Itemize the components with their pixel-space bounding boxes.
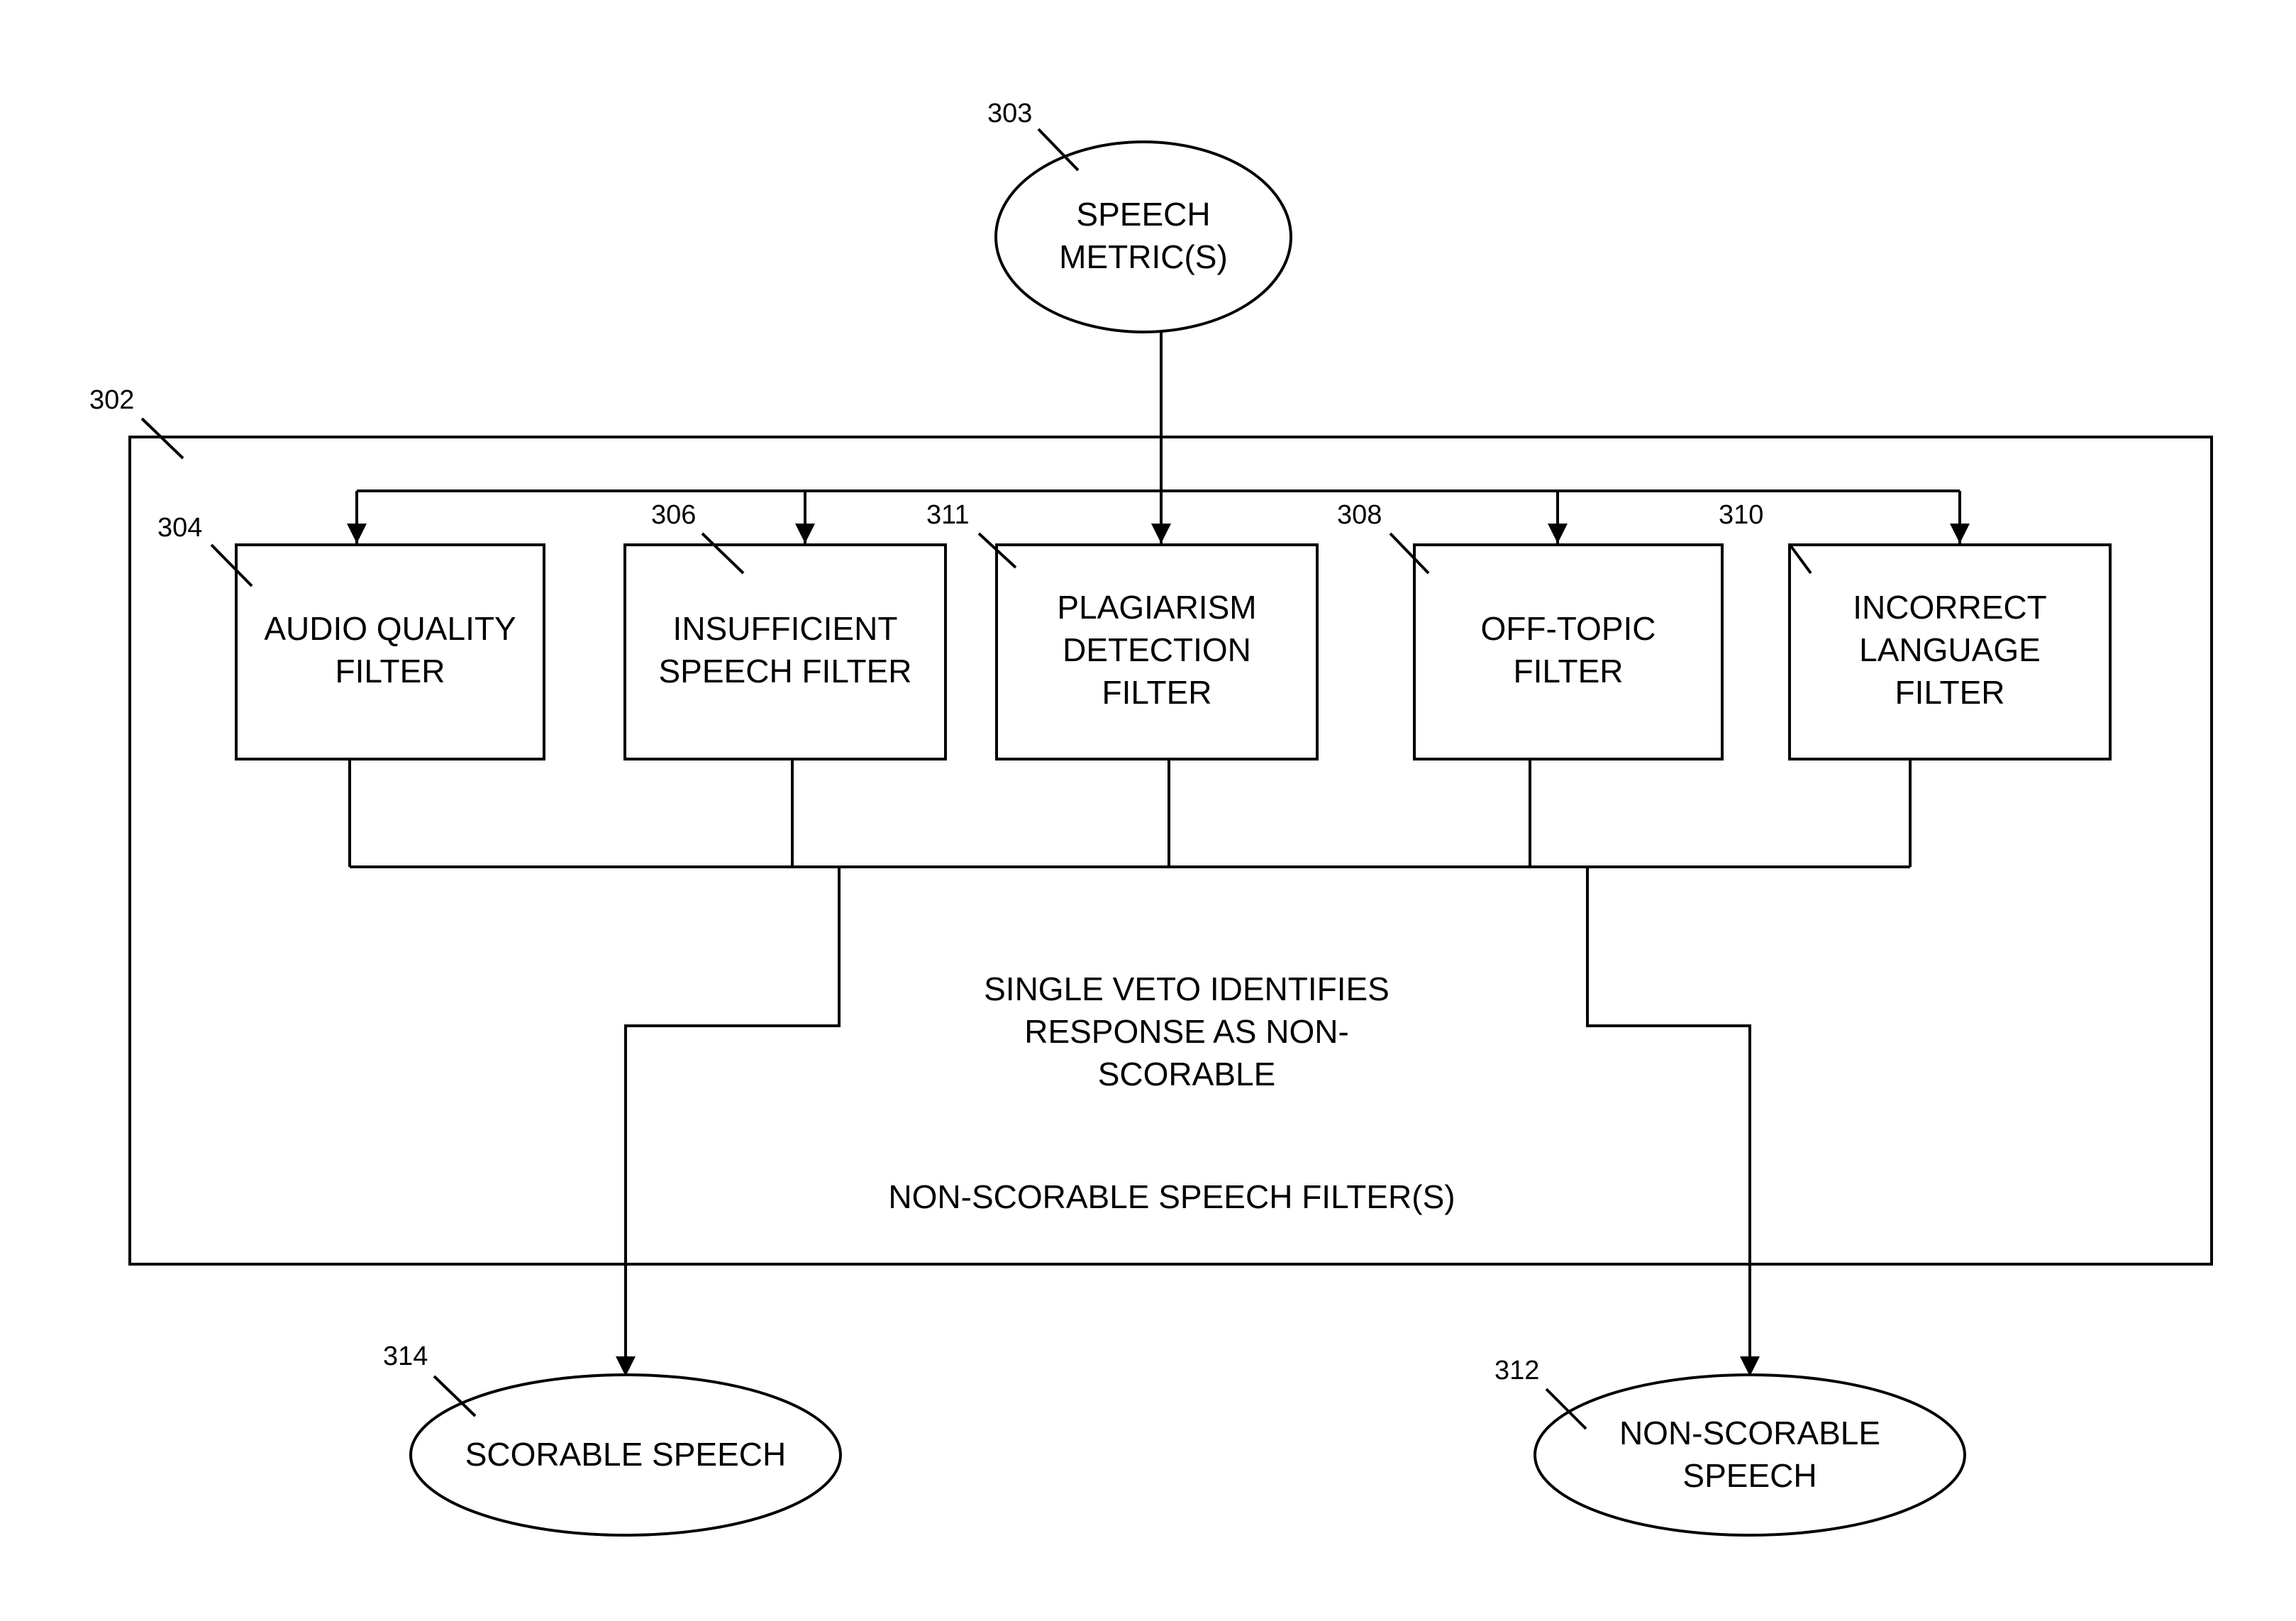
- filter-audio-quality: AUDIO QUALITY FILTER 304: [157, 513, 544, 759]
- ref-312: 312: [1494, 1356, 1539, 1385]
- filter-off-topic: OFF-TOPIC FILTER 308: [1337, 500, 1722, 759]
- filter-insufficient-speech: INSUFFICIENT SPEECH FILTER 306: [625, 500, 945, 759]
- scorable-speech-label: SCORABLE SPEECH: [465, 1436, 786, 1473]
- filter-306-line-1: INSUFFICIENT: [673, 610, 898, 647]
- filter-311-line-1: PLAGIARISM: [1057, 589, 1256, 626]
- filter-304-line-2: FILTER: [335, 653, 445, 690]
- ref-308: 308: [1337, 500, 1382, 530]
- filter-308-line-1: OFF-TOPIC: [1480, 610, 1656, 647]
- filter-container: 302 NON-SCORABLE SPEECH FILTER(S): [89, 385, 2212, 1264]
- veto-note-line-3: SCORABLE: [1098, 1056, 1276, 1092]
- filter-container-label: NON-SCORABLE SPEECH FILTER(S): [888, 1178, 1455, 1215]
- filter-310-line-1: INCORRECT: [1853, 589, 2046, 626]
- filter-incorrect-language: INCORRECT LANGUAGE FILTER 310: [1719, 500, 2110, 759]
- filter-308-line-2: FILTER: [1513, 653, 1623, 690]
- filter-310-line-2: LANGUAGE: [1859, 631, 2041, 668]
- ref-303: 303: [987, 99, 1032, 128]
- non-scorable-speech-node: NON-SCORABLE SPEECH 312: [1494, 1356, 1965, 1535]
- filter-304-line-1: AUDIO QUALITY: [264, 610, 516, 647]
- non-scorable-speech-line-1: NON-SCORABLE: [1619, 1415, 1880, 1451]
- speech-metrics-label-line-1: SPEECH: [1076, 196, 1210, 233]
- ref-304: 304: [157, 513, 202, 543]
- non-scorable-speech-line-2: SPEECH: [1682, 1457, 1817, 1494]
- speech-metrics-label-line-2: METRIC(S): [1059, 238, 1228, 275]
- ref-314: 314: [383, 1341, 428, 1371]
- speech-metrics-node: SPEECH METRIC(S) 303: [987, 99, 1291, 332]
- path-to-non-scorable: [1587, 867, 1750, 1376]
- path-to-scorable: [626, 867, 839, 1376]
- filter-306-line-2: SPEECH FILTER: [659, 653, 912, 690]
- ref-311: 311: [926, 500, 970, 530]
- filter-311-line-3: FILTER: [1102, 674, 1211, 711]
- filter-310-line-3: FILTER: [1895, 674, 2004, 711]
- veto-note-line-2: RESPONSE AS NON-: [1024, 1013, 1349, 1050]
- ref-302: 302: [89, 385, 134, 415]
- filter-plagiarism-detection: PLAGIARISM DETECTION FILTER 311: [926, 500, 1317, 759]
- ref-306: 306: [651, 500, 696, 530]
- veto-note: SINGLE VETO IDENTIFIES RESPONSE AS NON- …: [984, 970, 1390, 1092]
- ref-310: 310: [1719, 500, 1763, 530]
- scorable-speech-node: SCORABLE SPEECH 314: [383, 1341, 841, 1535]
- veto-note-line-1: SINGLE VETO IDENTIFIES: [984, 970, 1390, 1007]
- filter-311-line-2: DETECTION: [1063, 631, 1251, 668]
